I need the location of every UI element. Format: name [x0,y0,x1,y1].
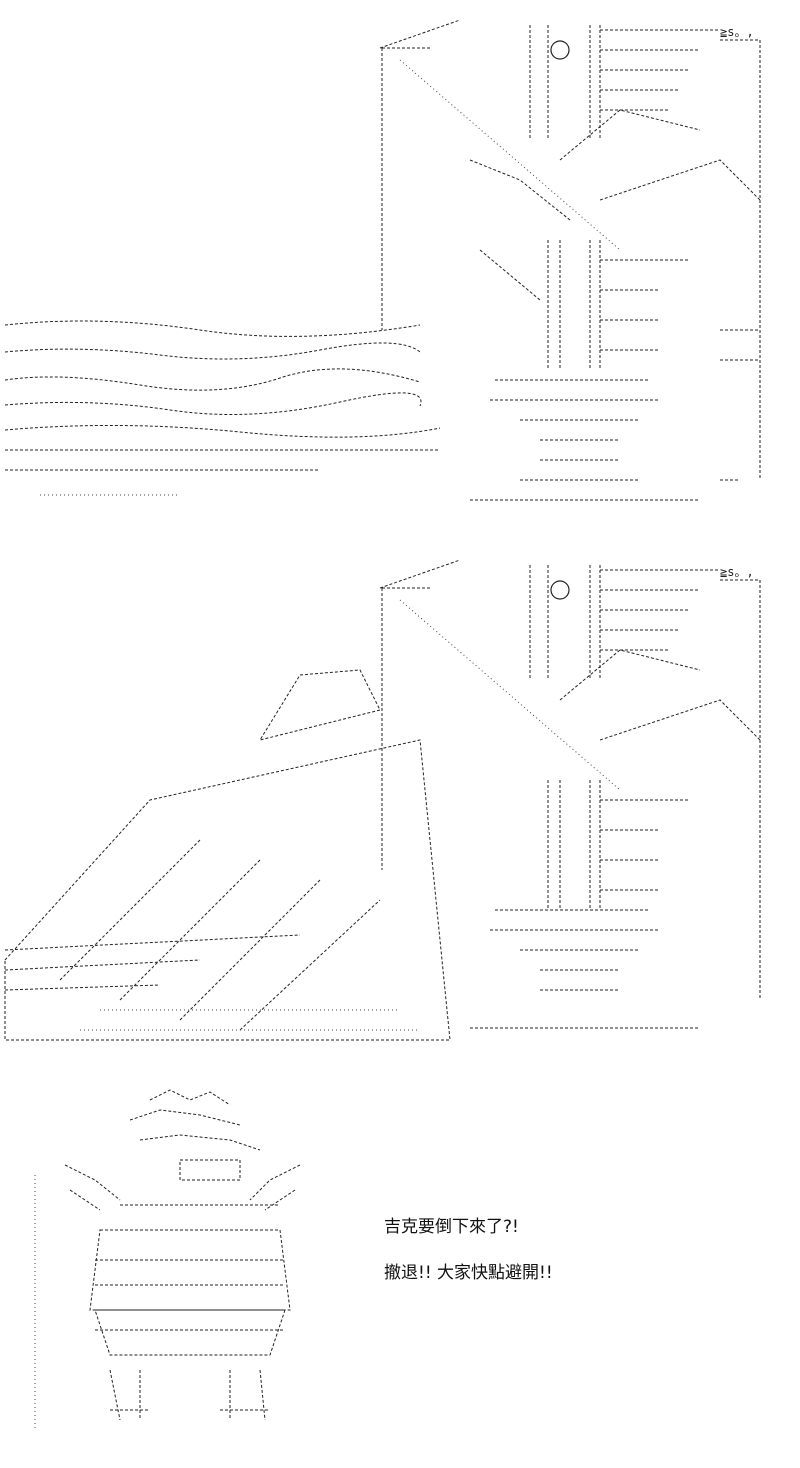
ascii-art-panel-middle: ≧s。, [0,540,800,1050]
ascii-scene-plant-debris: ≧s。, [4,559,761,1041]
ascii-scene-plant-river: ≧s。, [4,19,761,501]
ascii-art-panel-bottom [0,1080,800,1460]
ascii-character-figure [34,1089,301,1430]
ascii-art-panel-top: ≧s。, [0,0,800,530]
sign-text: ≧s。, [720,25,754,39]
dialogue-line-1: 吉克要倒下來了?! [384,1217,519,1237]
sign-text: ≧s。, [720,565,754,579]
dialogue-line-2: 撤退!! 大家快點避開!! [384,1263,553,1283]
